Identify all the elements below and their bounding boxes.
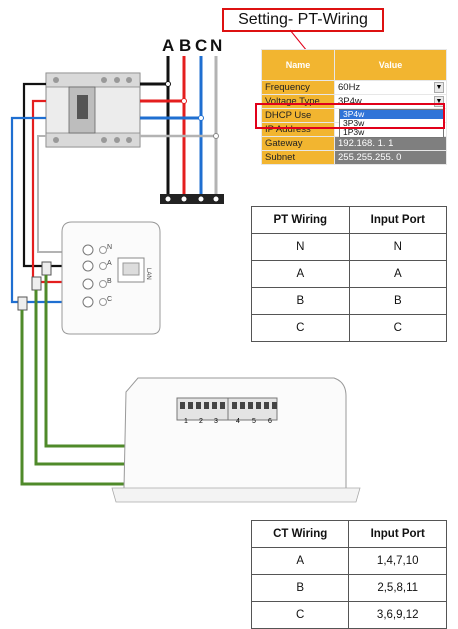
frequency-value: 60Hz bbox=[338, 82, 361, 93]
pt-meter-device bbox=[61, 221, 161, 335]
pt-cell: N bbox=[348, 233, 448, 261]
chevron-down-icon[interactable]: ▼ bbox=[434, 96, 444, 107]
pt-cell: A bbox=[348, 260, 448, 288]
ct-terminal-6: 6 bbox=[268, 418, 272, 425]
ct-cell: 2,5,8,11 bbox=[348, 574, 447, 602]
ct-terminal-5: 5 bbox=[252, 418, 256, 425]
clamp-c bbox=[17, 296, 28, 311]
callout-label: Setting- PT-Wiring bbox=[222, 8, 384, 32]
ct-terminal-2: 2 bbox=[199, 418, 203, 425]
ct-cell: B bbox=[250, 574, 350, 602]
settings-header-name: Name bbox=[261, 49, 335, 81]
ct-header-wiring: CT Wiring bbox=[250, 520, 350, 548]
terminal-label-b: B bbox=[107, 278, 112, 285]
gateway-label: Gateway bbox=[261, 136, 335, 151]
phase-label-b: B bbox=[179, 36, 192, 55]
table-row: B 2,5,8,11 bbox=[250, 574, 447, 602]
terminal-label-n: N bbox=[107, 244, 113, 251]
dropdown-option-3p3w[interactable]: 3P3w bbox=[343, 118, 365, 128]
terminal-label-a: A bbox=[107, 260, 112, 267]
voltage-type-value: 3P4w bbox=[338, 96, 362, 107]
clamp-a bbox=[41, 261, 52, 276]
dhcp-use-label: DHCP Use bbox=[261, 108, 335, 123]
ct-terminal-1: 1 bbox=[184, 418, 188, 425]
circuit-breaker bbox=[45, 72, 141, 148]
chevron-down-icon[interactable]: ▼ bbox=[434, 82, 444, 93]
voltage-type-dropdown-list[interactable]: 3P4w 3P3w 1P3w bbox=[339, 109, 444, 138]
ct-header-port: Input Port bbox=[348, 520, 447, 548]
highlight-box bbox=[255, 103, 445, 129]
table-row: A A bbox=[251, 260, 448, 288]
ct-cell: 1,4,7,10 bbox=[348, 547, 447, 575]
settings-header-value: Value bbox=[334, 49, 447, 81]
phase-label-c: C bbox=[195, 36, 208, 55]
gateway-field[interactable]: 192.168. 1. 1 bbox=[334, 136, 447, 151]
subnet-field[interactable]: 255.255.255. 0 bbox=[334, 150, 447, 165]
ct-module-device bbox=[111, 377, 361, 503]
pt-cell: A bbox=[251, 260, 350, 288]
table-row: C 3,6,9,12 bbox=[250, 601, 447, 629]
frequency-select[interactable]: 60Hz ▼ bbox=[334, 80, 447, 95]
table-row: A 1,4,7,10 bbox=[250, 547, 447, 575]
busbar-terminal-block bbox=[160, 194, 224, 204]
pt-header-port: Input Port bbox=[348, 206, 448, 234]
pt-cell: C bbox=[251, 314, 350, 342]
ct-cell: 3,6,9,12 bbox=[348, 601, 447, 629]
pt-cell: C bbox=[348, 314, 448, 342]
ct-terminal-3: 3 bbox=[214, 418, 218, 425]
terminal-label-c: C bbox=[107, 296, 113, 303]
lan-label: LAN bbox=[145, 268, 151, 280]
dropdown-option-3p4w[interactable]: 3P4w bbox=[340, 110, 443, 119]
pt-cell: B bbox=[348, 287, 448, 315]
clamp-b bbox=[31, 276, 42, 291]
dropdown-option-1p3w[interactable]: 1P3w bbox=[343, 127, 365, 137]
phase-label-a: A bbox=[162, 36, 175, 55]
settings-panel: Name Value Frequency 60Hz ▼ Voltage Type… bbox=[261, 49, 447, 165]
subnet-label: Subnet bbox=[261, 150, 335, 165]
ct-cell: C bbox=[250, 601, 350, 629]
table-row: C C bbox=[251, 314, 448, 342]
ct-cell: A bbox=[250, 547, 350, 575]
ip-address-label: IP Address bbox=[261, 122, 335, 137]
table-row: B B bbox=[251, 287, 448, 315]
pt-wiring-table: PT Wiring Input Port N N A A B B C C bbox=[251, 206, 448, 342]
frequency-label: Frequency bbox=[261, 80, 335, 95]
pt-header-wiring: PT Wiring bbox=[251, 206, 350, 234]
voltage-type-select[interactable]: 3P4w ▼ bbox=[334, 94, 447, 109]
ct-wiring-table: CT Wiring Input Port A 1,4,7,10 B 2,5,8,… bbox=[250, 520, 447, 629]
table-row: N N bbox=[251, 233, 448, 261]
phase-label-n: N bbox=[210, 36, 223, 55]
pt-cell: B bbox=[251, 287, 350, 315]
pt-cell: N bbox=[251, 233, 350, 261]
ct-terminal-4: 4 bbox=[236, 418, 240, 425]
